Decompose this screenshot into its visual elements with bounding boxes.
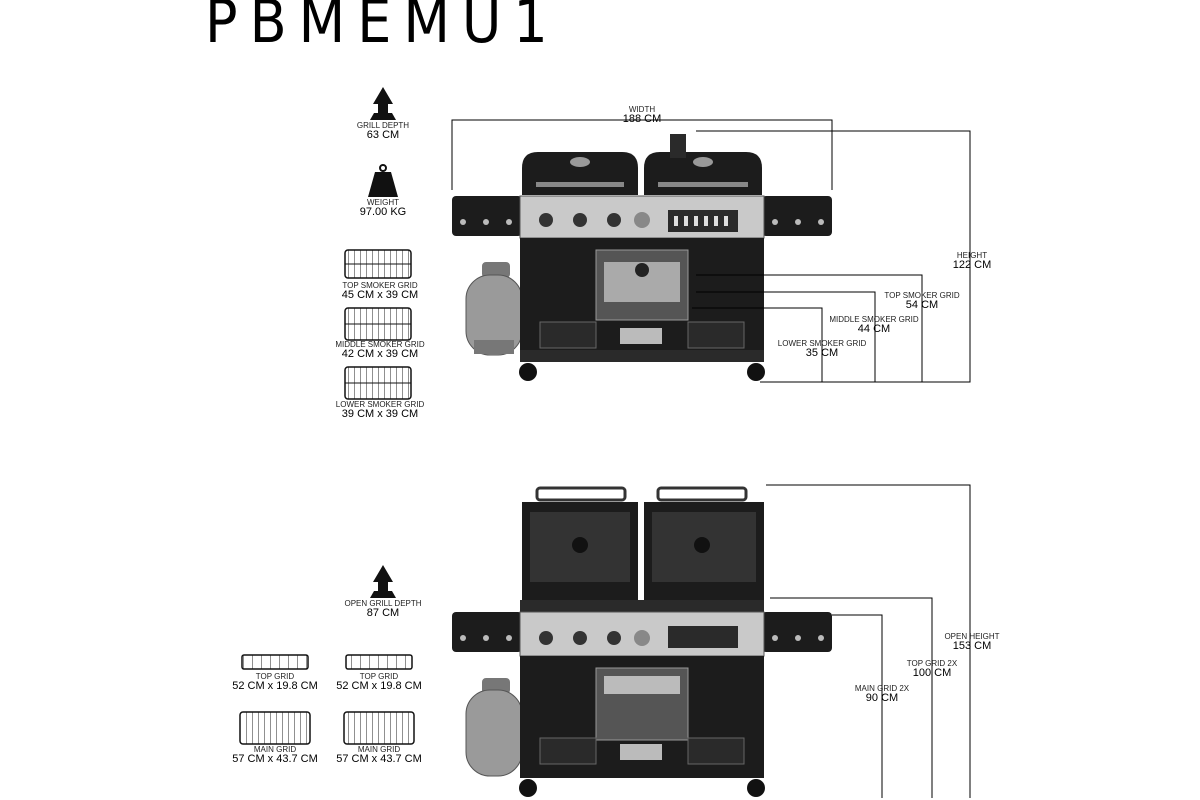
middle-smoker-grid-height: MIDDLE SMOKER GRID 44 CM [824, 315, 924, 336]
width-dimension: WIDTH 188 CM [602, 105, 682, 126]
main-grid-icon-1 [239, 711, 311, 745]
open-height-value: 153 CM [952, 640, 992, 653]
top-grid-height-label: TOP GRID 2X [906, 659, 958, 668]
main-grid-spec-1: MAIN GRID 57 CM x 43.7 CM [225, 745, 325, 766]
main-grid-label-2: MAIN GRID [357, 745, 401, 754]
propane-tank-icon [465, 262, 523, 356]
top-smoker-grid-height-value: 54 CM [905, 299, 939, 312]
middle-smoker-grid-height-label: MIDDLE SMOKER GRID [829, 315, 919, 324]
height-label: HEIGHT [956, 251, 988, 260]
middle-smoker-grid-height-value: 44 CM [857, 323, 891, 336]
grill-depth-value: 63 CM [366, 129, 400, 142]
open-grill-depth-label: OPEN GRILL DEPTH [344, 599, 422, 608]
top-grid-label-2: TOP GRID [359, 672, 399, 681]
main-grid-height-label: MAIN GRID 2X [854, 684, 910, 693]
height-value: 122 CM [952, 259, 992, 272]
top-grid-icon-2 [345, 654, 413, 670]
model-title: PBMEMU1 [205, 0, 560, 57]
top-smoker-grid-label: TOP SMOKER GRID [342, 281, 418, 290]
open-grill-depth-value: 87 CM [366, 607, 400, 620]
main-grid-height-dimension: MAIN GRID 2X 90 CM [842, 684, 922, 705]
lower-smoker-grid-height: LOWER SMOKER GRID 35 CM [772, 339, 872, 360]
top-grid-value-2: 52 CM x 19.8 CM [336, 680, 422, 693]
main-grid-spec-2: MAIN GRID 57 CM x 43.7 CM [329, 745, 429, 766]
main-grid-value-2: 57 CM x 43.7 CM [336, 753, 422, 766]
lower-smoker-grid-icon [344, 366, 412, 400]
weight-icon [368, 164, 398, 197]
grill-depth-spec: GRILL DEPTH 63 CM [343, 121, 423, 142]
lower-smoker-grid-height-label: LOWER SMOKER GRID [777, 339, 867, 348]
open-grill [452, 486, 832, 797]
top-grid-height-dimension: TOP GRID 2X 100 CM [892, 659, 972, 680]
width-value: 188 CM [622, 113, 662, 126]
main-grid-height-value: 90 CM [865, 692, 899, 705]
top-smoker-grid-icon [344, 249, 412, 279]
main-grid-icon-2 [343, 711, 415, 745]
top-smoker-grid-height-label: TOP SMOKER GRID [884, 291, 960, 300]
lower-smoker-grid-label: LOWER SMOKER GRID [335, 400, 425, 409]
open-grill-depth-spec: OPEN GRILL DEPTH 87 CM [336, 599, 430, 620]
top-grid-value-1: 52 CM x 19.8 CM [232, 680, 318, 693]
middle-smoker-grid-label: MIDDLE SMOKER GRID [335, 340, 425, 349]
main-grid-label-1: MAIN GRID [253, 745, 297, 754]
grill-depth-label: GRILL DEPTH [356, 121, 410, 130]
top-grid-icon-1 [241, 654, 309, 670]
weight-label: WEIGHT [367, 198, 399, 207]
lower-smoker-grid-value: 39 CM x 39 CM [341, 408, 419, 421]
top-grid-spec-1: TOP GRID 52 CM x 19.8 CM [225, 672, 325, 693]
top-smoker-grid-spec: TOP SMOKER GRID 45 CM x 39 CM [328, 281, 432, 302]
lower-smoker-grid-spec: LOWER SMOKER GRID 39 CM x 39 CM [328, 400, 432, 421]
middle-smoker-grid-value: 42 CM x 39 CM [341, 348, 419, 361]
open-depth-arrow-icon [370, 565, 396, 598]
top-grid-spec-2: TOP GRID 52 CM x 19.8 CM [329, 672, 429, 693]
depth-arrow-icon [370, 87, 396, 120]
main-grid-value-1: 57 CM x 43.7 CM [232, 753, 318, 766]
closed-grill [452, 134, 832, 381]
lower-smoker-grid-height-value: 35 CM [805, 347, 839, 360]
top-grid-label-1: TOP GRID [255, 672, 295, 681]
top-grid-height-value: 100 CM [912, 667, 952, 680]
weight-spec: WEIGHT 97.00 KG [343, 198, 423, 219]
open-height-dimension: OPEN HEIGHT 153 CM [932, 632, 1012, 653]
top-smoker-grid-height: TOP SMOKER GRID 54 CM [872, 291, 972, 312]
top-smoker-grid-value: 45 CM x 39 CM [341, 289, 419, 302]
height-dimension: HEIGHT 122 CM [932, 251, 1012, 272]
propane-tank-icon [465, 678, 523, 777]
width-label: WIDTH [628, 105, 656, 114]
dimension-lines [451, 119, 971, 798]
open-height-label: OPEN HEIGHT [944, 632, 1000, 641]
middle-smoker-grid-spec: MIDDLE SMOKER GRID 42 CM x 39 CM [328, 340, 432, 361]
weight-value: 97.00 KG [359, 206, 407, 219]
middle-smoker-grid-icon [344, 307, 412, 341]
